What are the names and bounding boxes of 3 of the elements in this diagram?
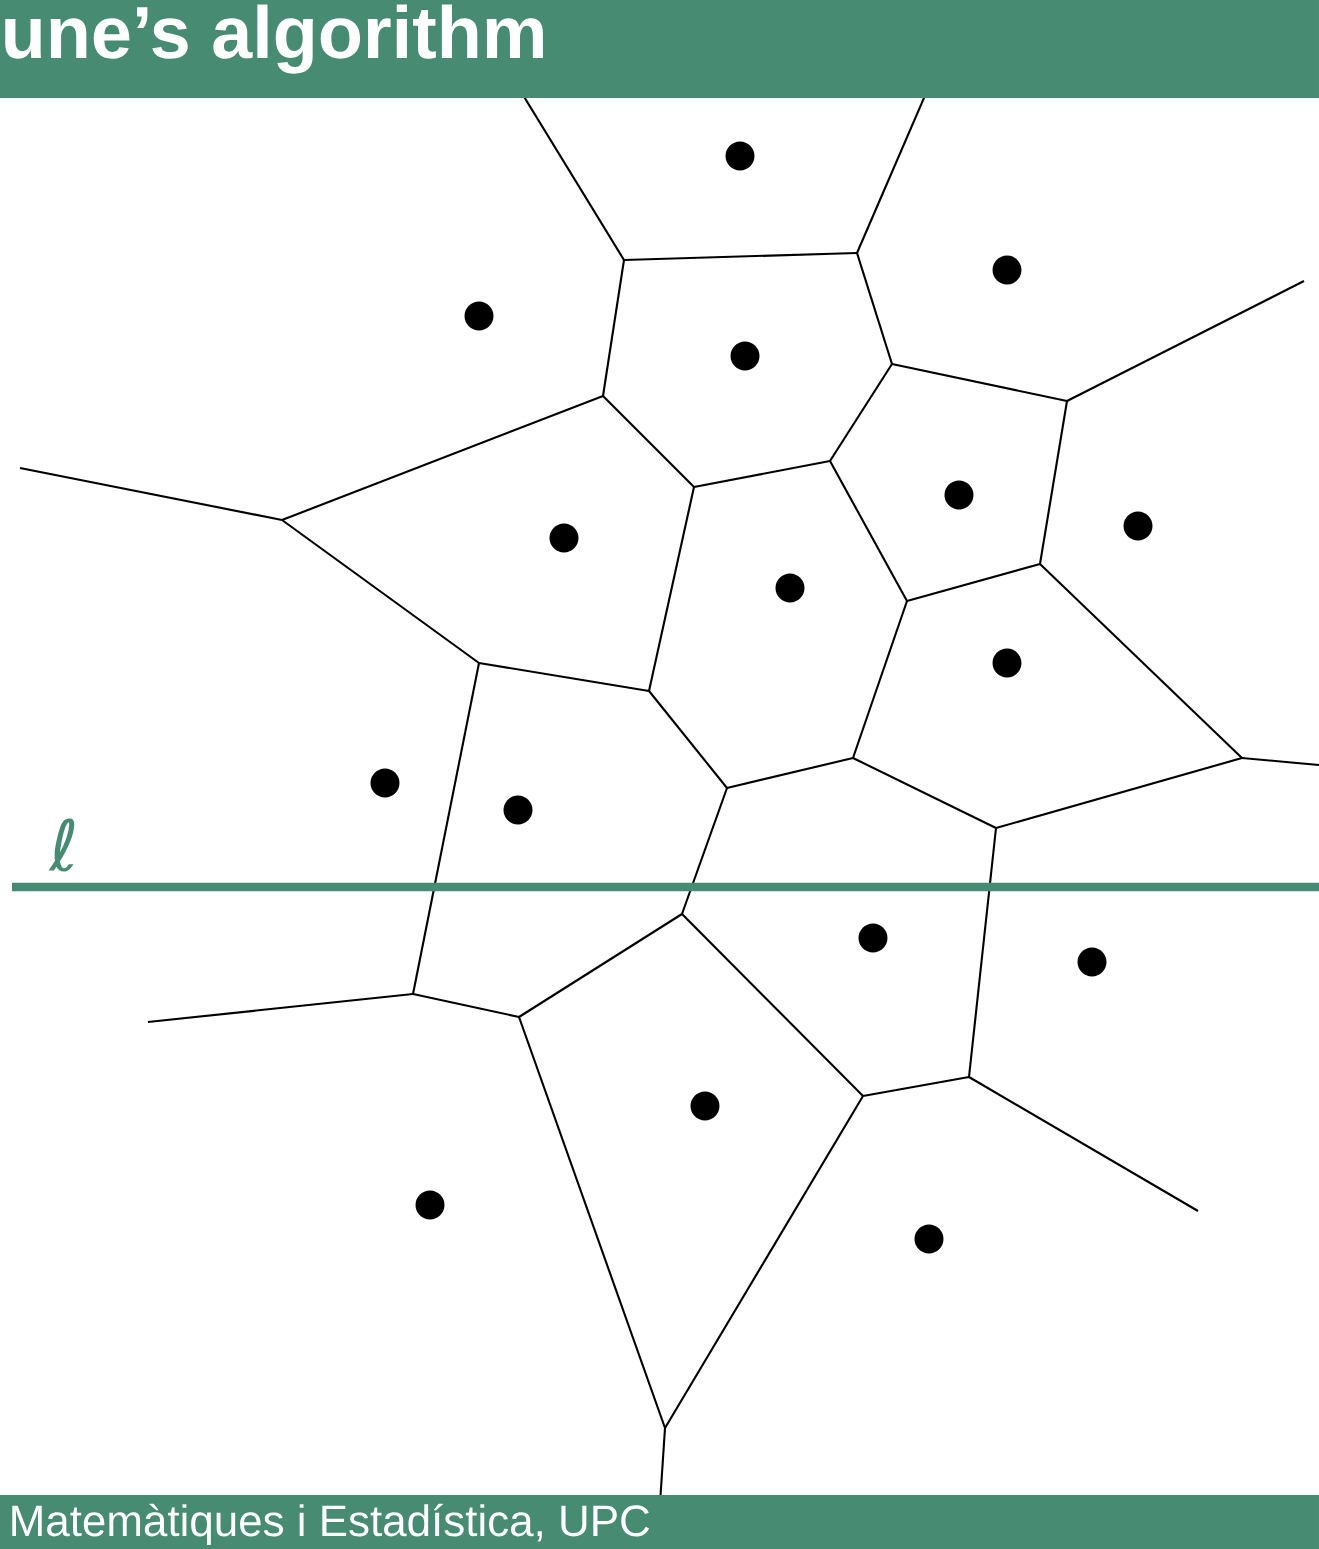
title-bar: une’s algorithm [0, 0, 1319, 98]
sweep-line-label: ℓ [48, 818, 75, 872]
footer-bar: Matemàtiques i Estadística, UPC [0, 1495, 1319, 1549]
